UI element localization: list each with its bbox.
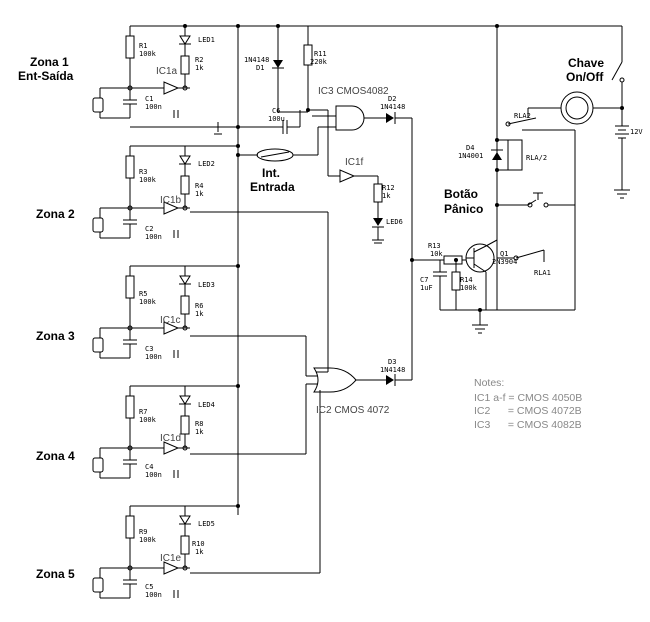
svg-text:1N4001: 1N4001 bbox=[458, 152, 483, 160]
zone-4-circuit bbox=[92, 386, 191, 479]
svg-text:LED6: LED6 bbox=[386, 218, 403, 226]
zone1-title: Zona 1 bbox=[30, 55, 69, 69]
ic1a-label: IC1a bbox=[156, 66, 178, 77]
svg-text:100k: 100k bbox=[139, 50, 157, 58]
svg-text:R1: R1 bbox=[139, 42, 147, 50]
svg-text:RLA/2: RLA/2 bbox=[526, 154, 547, 162]
zone-5-circuit bbox=[92, 506, 191, 599]
svg-text:R12: R12 bbox=[382, 184, 395, 192]
svg-text:C6: C6 bbox=[272, 107, 280, 115]
note-line-3: IC3 = CMOS 4082B bbox=[474, 419, 582, 431]
note-line-1: IC1 a-f = CMOS 4050B bbox=[474, 392, 582, 404]
svg-text:LED1: LED1 bbox=[198, 36, 215, 44]
svg-text:R8: R8 bbox=[195, 420, 203, 428]
int-entrada-2: Entrada bbox=[250, 180, 295, 194]
svg-text:RLA2: RLA2 bbox=[514, 112, 531, 120]
svg-text:100u: 100u bbox=[268, 115, 285, 123]
ic1b-label: IC1b bbox=[160, 195, 182, 206]
zone2-title: Zona 2 bbox=[36, 207, 75, 221]
svg-text:R5: R5 bbox=[139, 290, 147, 298]
svg-text:100k: 100k bbox=[139, 416, 157, 424]
svg-text:1k: 1k bbox=[195, 190, 204, 198]
svg-text:1N4148: 1N4148 bbox=[244, 56, 269, 64]
zone-2-circuit bbox=[92, 146, 191, 239]
svg-text:100k: 100k bbox=[139, 536, 157, 544]
svg-text:12V: 12V bbox=[630, 128, 643, 136]
svg-text:LED3: LED3 bbox=[198, 281, 215, 289]
svg-text:R10: R10 bbox=[192, 540, 205, 548]
svg-text:C2: C2 bbox=[145, 225, 153, 233]
svg-text:R13: R13 bbox=[428, 242, 441, 250]
svg-text:Q1: Q1 bbox=[500, 250, 508, 258]
svg-text:RLA1: RLA1 bbox=[534, 269, 551, 277]
svg-text:R11: R11 bbox=[314, 50, 327, 58]
zone1-subtitle: Ent-Saída bbox=[18, 69, 74, 83]
ic1d-label: IC1d bbox=[160, 433, 181, 444]
ic1f-led6 bbox=[339, 169, 384, 244]
svg-text:100n: 100n bbox=[145, 233, 162, 241]
svg-text:D4: D4 bbox=[466, 144, 474, 152]
delay-network bbox=[130, 25, 340, 177]
svg-text:1k: 1k bbox=[195, 64, 204, 72]
svg-text:R9: R9 bbox=[139, 528, 147, 536]
ic1c-label: IC1c bbox=[160, 315, 181, 326]
svg-text:LED5: LED5 bbox=[198, 520, 215, 528]
int-entrada-1: Int. bbox=[262, 166, 280, 180]
svg-text:1k: 1k bbox=[195, 548, 204, 556]
svg-text:1k: 1k bbox=[382, 192, 391, 200]
labels: Zona 1 Ent-Saída Zona 2 Zona 3 Zona 4 Zo… bbox=[18, 36, 643, 599]
svg-text:1uF: 1uF bbox=[420, 284, 433, 292]
svg-text:220k: 220k bbox=[310, 58, 328, 66]
svg-text:C3: C3 bbox=[145, 345, 153, 353]
svg-text:100n: 100n bbox=[145, 103, 162, 111]
svg-text:D1: D1 bbox=[256, 64, 264, 72]
zone-3-circuit bbox=[92, 266, 191, 359]
svg-text:1N4148: 1N4148 bbox=[380, 366, 405, 374]
ic3-label: IC3 CMOS4082 bbox=[318, 86, 389, 97]
svg-text:C7: C7 bbox=[420, 276, 428, 284]
svg-text:100n: 100n bbox=[145, 353, 162, 361]
svg-text:R7: R7 bbox=[139, 408, 147, 416]
svg-text:C1: C1 bbox=[145, 95, 153, 103]
svg-text:C5: C5 bbox=[145, 583, 153, 591]
ic1f-label: IC1f bbox=[345, 157, 364, 168]
botao-1: Botão bbox=[444, 187, 478, 201]
svg-text:R4: R4 bbox=[195, 182, 203, 190]
chave-1: Chave bbox=[568, 56, 604, 70]
alarm-driver bbox=[433, 61, 630, 334]
zone4-title: Zona 4 bbox=[36, 449, 75, 463]
botao-2: Pânico bbox=[444, 202, 483, 216]
svg-text:1k: 1k bbox=[195, 428, 204, 436]
svg-text:100k: 100k bbox=[139, 176, 157, 184]
zone-1-circuit bbox=[92, 26, 191, 119]
zone5-title: Zona 5 bbox=[36, 567, 75, 581]
svg-text:R14: R14 bbox=[460, 276, 473, 284]
svg-text:LED2: LED2 bbox=[198, 160, 215, 168]
notes-title: Notes: bbox=[474, 377, 504, 389]
svg-text:1k: 1k bbox=[195, 310, 204, 318]
svg-text:100k: 100k bbox=[460, 284, 478, 292]
svg-text:100k: 100k bbox=[139, 298, 157, 306]
svg-text:100n: 100n bbox=[145, 471, 162, 479]
svg-text:10k: 10k bbox=[430, 250, 443, 258]
svg-text:R6: R6 bbox=[195, 302, 203, 310]
svg-text:D2: D2 bbox=[388, 95, 396, 103]
note-line-2: IC2 = CMOS 4072B bbox=[474, 405, 582, 417]
ic1e-label: IC1e bbox=[160, 553, 182, 564]
and-gate-ic3 bbox=[312, 105, 440, 372]
svg-text:D3: D3 bbox=[388, 358, 396, 366]
svg-text:1N4148: 1N4148 bbox=[380, 103, 405, 111]
chave-2: On/Off bbox=[566, 70, 604, 84]
svg-text:100n: 100n bbox=[145, 591, 162, 599]
svg-text:R2: R2 bbox=[195, 56, 203, 64]
svg-text:R3: R3 bbox=[139, 168, 147, 176]
svg-text:LED4: LED4 bbox=[198, 401, 215, 409]
svg-text:C4: C4 bbox=[145, 463, 153, 471]
zone3-title: Zona 3 bbox=[36, 329, 75, 343]
or-gate-ic2 bbox=[190, 211, 413, 574]
ic2-label: IC2 CMOS 4072 bbox=[316, 405, 390, 416]
svg-text:2N3904: 2N3904 bbox=[492, 258, 517, 266]
